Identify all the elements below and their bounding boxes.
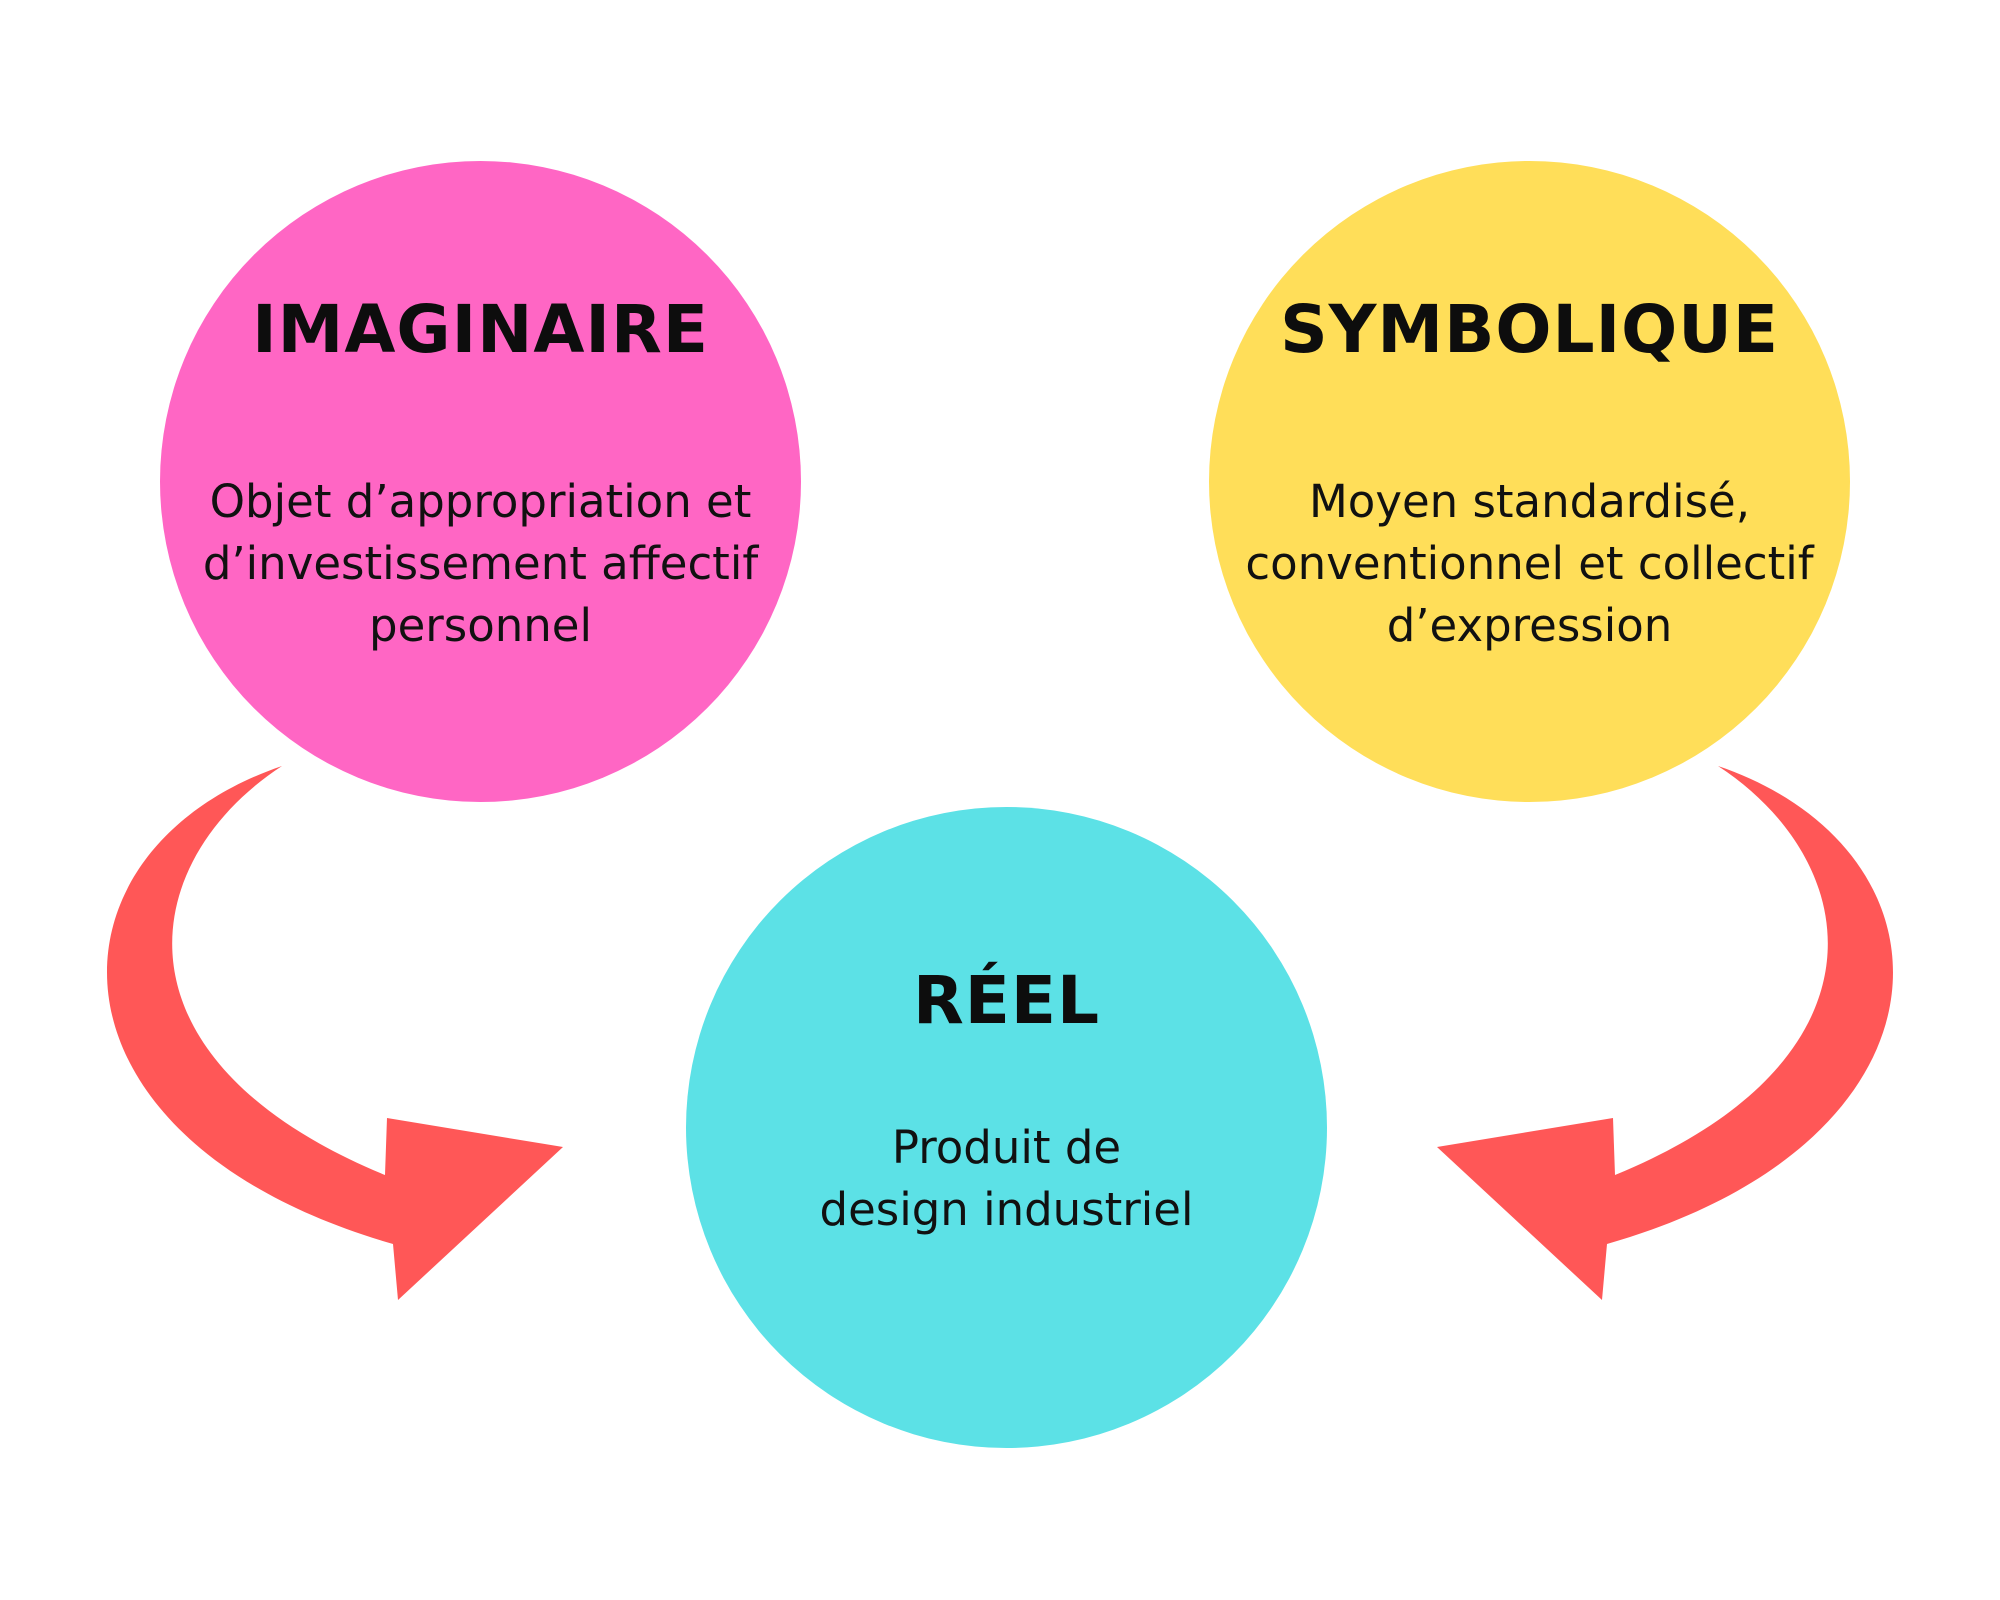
node-imaginaire-description: Objet d’appropriation et d’investissemen… xyxy=(160,471,801,657)
node-reel-line-2: design industriel xyxy=(819,1183,1194,1236)
node-reel: RÉEL Produit de design industriel xyxy=(686,807,1327,1448)
node-symbolique-title: SYMBOLIQUE xyxy=(1280,291,1779,368)
node-symbolique-line-3: d’expression xyxy=(1386,599,1673,652)
node-imaginaire: IMAGINAIRE Objet d’appropriation et d’in… xyxy=(160,161,801,802)
node-reel-description: Produit de design industriel xyxy=(686,1117,1327,1241)
node-reel-line-1: Produit de xyxy=(891,1121,1122,1174)
arrow-symbolique-to-reel xyxy=(1437,766,1893,1300)
arrow-imaginaire-to-reel xyxy=(107,766,563,1300)
node-symbolique-line-1: Moyen standardisé, xyxy=(1308,475,1751,528)
node-imaginaire-line-1: Objet d’appropriation et xyxy=(209,475,752,528)
node-symbolique-line-2: conventionnel et collectif xyxy=(1245,537,1814,590)
node-imaginaire-line-2: d’investissement affectif xyxy=(202,537,759,590)
node-imaginaire-title: IMAGINAIRE xyxy=(252,291,709,368)
node-symbolique: SYMBOLIQUE Moyen standardisé, convention… xyxy=(1209,161,1850,802)
node-reel-title: RÉEL xyxy=(912,962,1101,1039)
node-imaginaire-line-3: personnel xyxy=(369,599,592,652)
node-symbolique-description: Moyen standardisé, conventionnel et coll… xyxy=(1209,471,1850,657)
